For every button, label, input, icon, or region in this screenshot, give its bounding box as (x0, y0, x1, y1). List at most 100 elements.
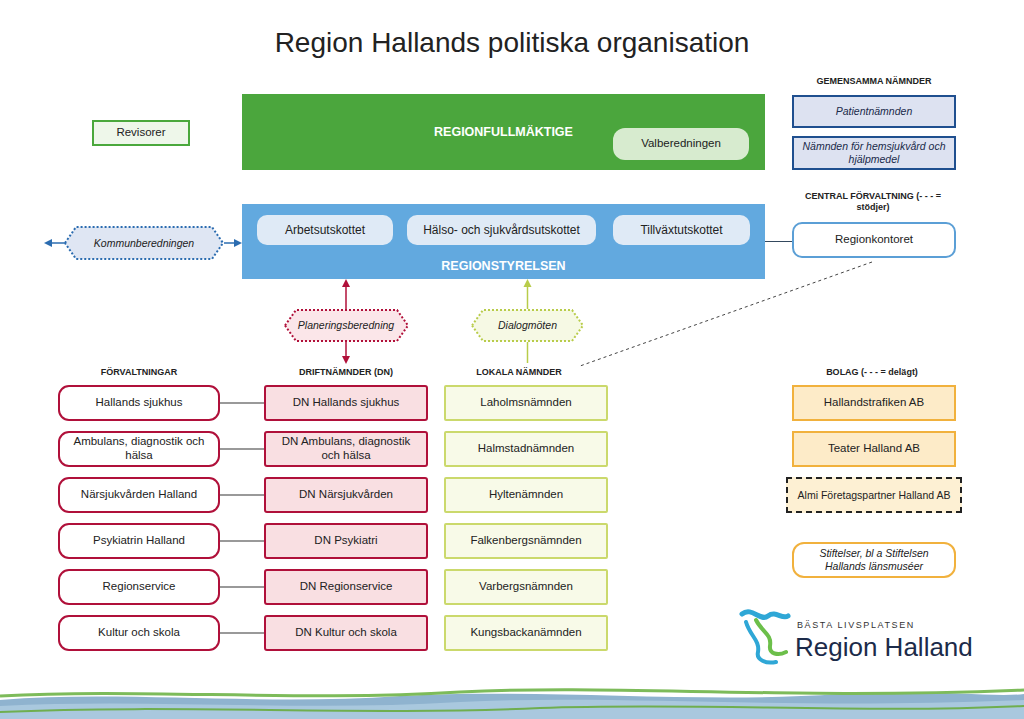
column-heading: DRIFTNÄMNDER (DN) (266, 367, 426, 378)
arrow-head (342, 356, 350, 364)
column-heading: CENTRAL FÖRVALTNING (- - - = stödjer) (798, 191, 948, 213)
node-label: DN Psykiatri (314, 534, 377, 548)
node-label: Patientnämnden (836, 105, 912, 118)
column-heading: FÖRVALTNINGAR (59, 367, 219, 378)
connector-line (220, 448, 264, 450)
administration-box: Kultur och skola (58, 615, 220, 651)
connector-line (220, 632, 264, 634)
administration-box: Psykiatrin Halland (58, 523, 220, 559)
node-label: DN Kultur och skola (295, 626, 397, 640)
wave-band (0, 700, 1024, 719)
connector (220, 633, 264, 634)
administration-box: Närsjukvården Halland (58, 477, 220, 513)
wave-band (0, 692, 1024, 719)
local-board-box: Halmstadnämnden (444, 431, 608, 467)
arrow-head (342, 279, 350, 287)
operating-board-box: DN Psykiatri (264, 523, 428, 559)
connector (220, 495, 264, 496)
connector (524, 279, 532, 309)
node-label: Hallands sjukhus (96, 396, 183, 410)
committee-box: Valberedningen (613, 128, 749, 160)
operating-board-box: DN Hallands sjukhus (264, 385, 428, 421)
node-label: Planeringsberedning (298, 319, 394, 332)
logo-text: Region Halland (795, 632, 1015, 663)
administration-box: Ambulans, diagnostik och hälsa (58, 431, 220, 467)
node-label: DN Hallands sjukhus (293, 396, 400, 410)
hexagon-shape (65, 227, 223, 259)
logo-text: BÄSTA LIVSPLATSEN (797, 620, 997, 631)
local-board-box: Hyltenämnden (444, 477, 608, 513)
committee-box: Arbetsutskottet (257, 215, 393, 245)
preparatory-hexagon: Kommunberedningen (64, 226, 224, 260)
node-label: Valberedningen (641, 137, 721, 151)
local-board-box: Varbergsnämnden (444, 569, 608, 605)
connector-line (345, 286, 347, 309)
local-board-box: Falkenbergsnämnden (444, 523, 608, 559)
node-label: Hälso- och sjukvårdsutskottet (423, 223, 580, 237)
connector (220, 449, 264, 450)
node-label: Revisorer (116, 126, 165, 140)
administration-box: Hallands sjukhus (58, 385, 220, 421)
node-label: Regionkontoret (835, 233, 913, 247)
arrow-head (524, 279, 532, 287)
hexagon-shape (285, 310, 408, 341)
outgoing-arrow (51, 242, 64, 244)
joint-board-box: Nämnden för hemsjukvård och hjälpmedel (792, 136, 956, 170)
office-box: Regionkontoret (792, 222, 956, 258)
node-label: Tillväxtutskottet (640, 223, 722, 237)
node-label: Almi Företagspartner Halland AB (798, 489, 951, 502)
preparatory-hexagon: Planeringsberedning (284, 309, 409, 342)
operating-board-box: DN Regionservice (264, 569, 428, 605)
foundation-box: Stiftelser, bl a Stiftelsen Hallands län… (792, 542, 956, 578)
connector-line (527, 286, 529, 309)
assembly-band: REGIONFULLMÄKTIGE Valberedningen (242, 94, 765, 170)
node-label: DN Närsjukvården (299, 488, 393, 502)
node-label: REGIONSTYRELSEN (441, 259, 565, 274)
connector (220, 403, 264, 404)
node-label: REGIONFULLMÄKTIGE (434, 125, 573, 140)
local-board-box: Kungsbackanämnden (444, 615, 608, 651)
node-label: Stiftelser, bl a Stiftelsen Hallands län… (800, 547, 948, 572)
wave-line (0, 690, 1024, 696)
hexagon-shape (472, 310, 583, 341)
joint-board-box: Patientnämnden (792, 95, 956, 128)
node-label: Varbergsnämnden (479, 580, 573, 594)
logo-wave (742, 612, 788, 618)
node-label: Laholmsnämnden (480, 396, 571, 410)
company-box: Hallandstrafiken AB (792, 385, 956, 421)
connector (224, 239, 242, 247)
wave-line (0, 706, 1024, 712)
committee-box: Hälso- och sjukvårdsutskottet (407, 215, 596, 245)
node-label: Arbetsutskottet (285, 223, 365, 237)
node-label: DN Ambulans, diagnostik och hälsa (272, 435, 420, 463)
node-label: Kommunberedningen (94, 237, 194, 250)
node-label: Kultur och skola (98, 626, 180, 640)
node-label: Hyltenämnden (489, 488, 563, 502)
down-arrow (345, 342, 347, 357)
operating-board-box: DN Ambulans, diagnostik och hälsa (264, 431, 428, 467)
connector-line (220, 586, 264, 588)
logo-wave (756, 620, 786, 654)
node-label: Ambulans, diagnostik och hälsa (66, 435, 212, 463)
operating-board-box: DN Kultur och skola (264, 615, 428, 651)
connector (220, 587, 264, 588)
diagram-title: Region Hallands politiska organisation (112, 26, 912, 60)
column-heading: BOLAG (- - - = delägt) (782, 367, 962, 378)
node-label: Dialogmöten (498, 319, 557, 332)
board-band: REGIONSTYRELSEN Arbetsutskottet Hälso- och… (242, 204, 765, 279)
connector-line (220, 494, 264, 496)
column-heading: LOKALA NÄMNDER (439, 367, 599, 378)
arrow-head (234, 239, 242, 247)
local-board-box: Laholmsnämnden (444, 385, 608, 421)
down-line (527, 342, 529, 363)
connector (765, 241, 792, 242)
connector-line (220, 540, 264, 542)
connector-line (765, 241, 792, 242)
node-label: Närsjukvården Halland (81, 488, 197, 502)
company-box: Teater Halland AB (792, 431, 956, 467)
connector (342, 279, 350, 309)
committee-box: Tillväxtutskottet (613, 215, 750, 245)
node-label: Regionservice (103, 580, 176, 594)
node-label: Halmstadnämnden (478, 442, 575, 456)
